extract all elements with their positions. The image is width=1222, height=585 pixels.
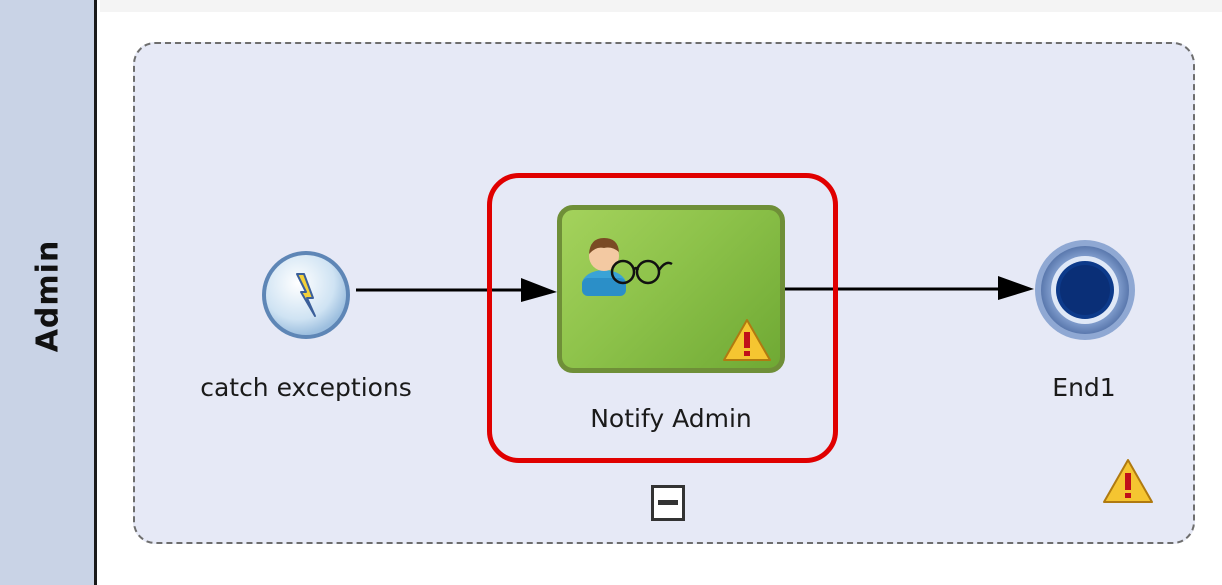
user-task-glasses-icon xyxy=(582,238,673,296)
warning-icon xyxy=(1103,459,1153,503)
lane-label: Admin xyxy=(30,239,66,353)
end-event-label: End1 xyxy=(1052,373,1116,402)
swimlane-header[interactable]: Admin xyxy=(0,0,97,585)
task-label: Notify Admin xyxy=(590,404,752,433)
error-lightning-icon xyxy=(296,273,316,317)
collapse-minus-icon[interactable] xyxy=(651,485,685,521)
task-notify-admin[interactable] xyxy=(557,205,785,373)
lane-body-top xyxy=(100,0,1222,12)
start-event-label: catch exceptions xyxy=(200,373,412,402)
selection-highlight xyxy=(487,173,838,463)
end-event-end1[interactable] xyxy=(1033,238,1137,342)
start-event-catch-exceptions[interactable] xyxy=(259,248,353,342)
warning-icon xyxy=(723,319,771,361)
